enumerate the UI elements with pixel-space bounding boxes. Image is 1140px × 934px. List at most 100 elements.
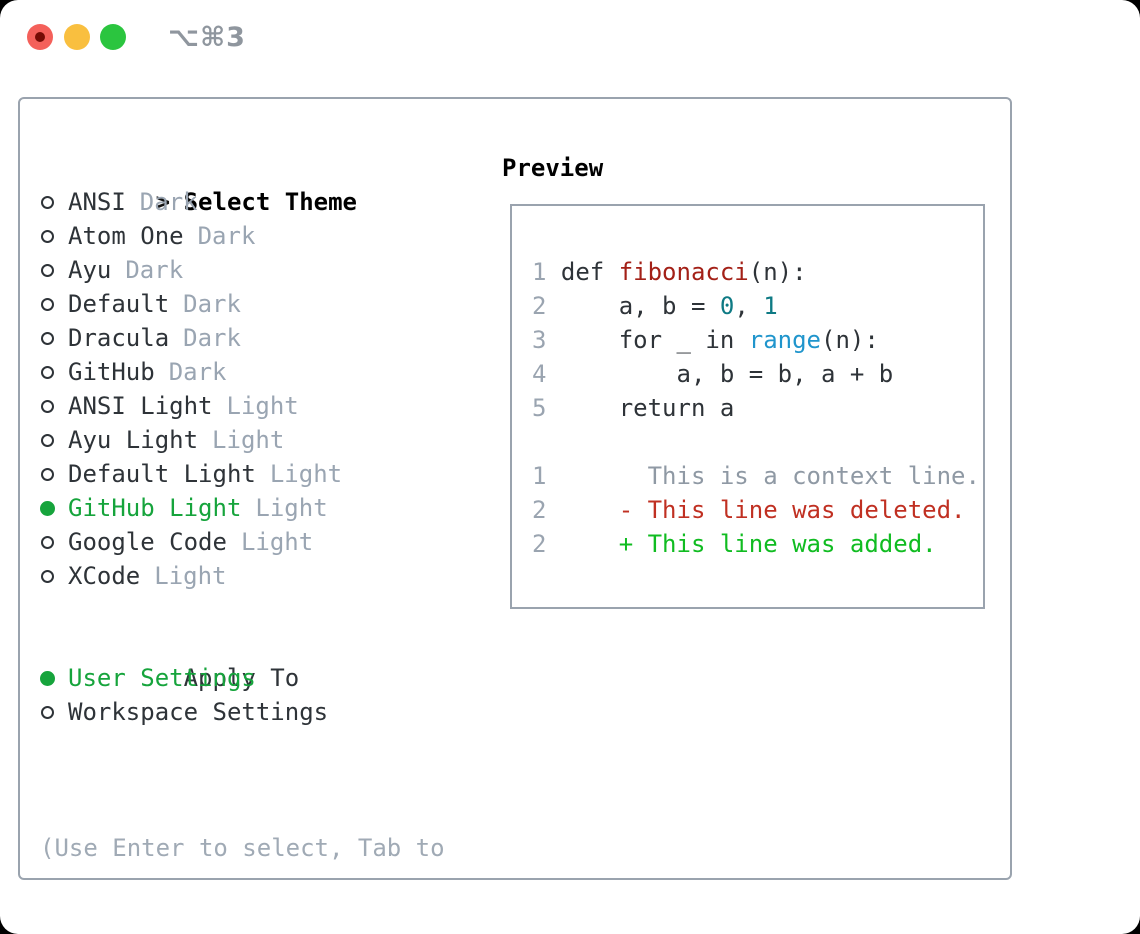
option-variant-tag: Light bbox=[226, 392, 299, 420]
close-button[interactable] bbox=[27, 24, 53, 50]
apply-to-title: Apply To bbox=[183, 664, 300, 692]
code-segment-code: for _ in bbox=[560, 326, 749, 354]
code-segment-code: (n): bbox=[748, 258, 807, 286]
radio-selected-icon[interactable] bbox=[40, 661, 68, 695]
option-label: Ayu Light bbox=[68, 426, 199, 454]
radio-unselected-icon[interactable] bbox=[40, 355, 68, 389]
code-segment-num: 2 bbox=[532, 292, 561, 320]
code-segment-code: , bbox=[734, 292, 764, 320]
radio-unselected-icon[interactable] bbox=[40, 423, 68, 457]
option-label: XCode bbox=[68, 562, 141, 590]
code-blank-line bbox=[532, 425, 983, 459]
theme-option[interactable]: Dracula Dark bbox=[40, 321, 445, 355]
option-variant-tag: Light bbox=[269, 460, 343, 488]
spacer bbox=[40, 593, 445, 627]
option-variant-tag: Dark bbox=[197, 222, 256, 250]
titlebar: ⌥⌘3 bbox=[0, 0, 1140, 74]
option-variant-tag: Light bbox=[240, 528, 314, 556]
theme-option[interactable]: Google Code Light bbox=[40, 525, 445, 559]
option-label: Google Code bbox=[68, 528, 227, 556]
code-segment-code: a, b = b, a + b bbox=[560, 360, 894, 388]
radio-unselected-icon[interactable] bbox=[40, 253, 68, 287]
theme-list-header: > Select Theme bbox=[40, 151, 445, 216]
radio-unselected-icon[interactable] bbox=[40, 389, 68, 423]
radio-unselected-icon[interactable] bbox=[40, 525, 68, 559]
code-line: 3 for _ in range(n): bbox=[532, 323, 983, 357]
code-segment-num: 2 bbox=[532, 496, 561, 524]
code-segment-del: - This line was deleted. bbox=[560, 496, 966, 524]
code-segment-builtin: range bbox=[748, 326, 821, 354]
code-line: 4 a, b = b, a + b bbox=[532, 357, 983, 391]
option-label: User Settings bbox=[68, 664, 256, 692]
code-line: 2 - This line was deleted. bbox=[532, 493, 983, 527]
code-segment-code: a, b = bbox=[560, 292, 720, 320]
radio-unselected-icon[interactable] bbox=[40, 457, 68, 491]
code-line: 5 return a bbox=[532, 391, 983, 425]
radio-selected-icon[interactable] bbox=[40, 491, 68, 525]
theme-option[interactable]: ANSI Light Light bbox=[40, 389, 445, 423]
theme-option[interactable]: Default Dark bbox=[40, 287, 445, 321]
spacer bbox=[40, 729, 445, 763]
option-label: Default bbox=[68, 290, 170, 318]
code-line: 1 This is a context line. bbox=[532, 459, 983, 493]
option-label: Ayu bbox=[68, 256, 112, 284]
theme-option[interactable]: XCode Light bbox=[40, 559, 445, 593]
help-line-1: (Use Enter to select, Tab to bbox=[40, 834, 445, 862]
code-segment-code: (n): bbox=[821, 326, 879, 354]
code-segment-num: 1 bbox=[532, 462, 561, 490]
preview-title: Preview bbox=[502, 154, 604, 182]
code-segment-num: 4 bbox=[532, 360, 561, 388]
code-segment-number: 0 bbox=[719, 292, 735, 320]
theme-list-title: Select Theme bbox=[183, 188, 357, 216]
code-line: 2 a, b = 0, 1 bbox=[532, 289, 983, 323]
code-segment-num: 5 bbox=[532, 394, 561, 422]
option-variant-tag: Light bbox=[212, 426, 285, 454]
radio-unselected-icon[interactable] bbox=[40, 321, 68, 355]
radio-unselected-icon[interactable] bbox=[40, 219, 68, 253]
option-variant-tag: Dark bbox=[125, 256, 184, 284]
option-variant-tag: Dark bbox=[183, 290, 241, 318]
prompt-caret-icon: > bbox=[155, 188, 171, 216]
theme-option[interactable]: Ayu Dark bbox=[40, 253, 445, 287]
minimize-button[interactable] bbox=[64, 24, 90, 50]
option-variant-tag: Light bbox=[255, 494, 328, 522]
option-variant-tag: Light bbox=[154, 562, 227, 590]
code-segment-num: 3 bbox=[532, 326, 561, 354]
apply-to-option[interactable]: Workspace Settings bbox=[40, 695, 445, 729]
code-segment-num: 1 bbox=[532, 258, 561, 286]
help-text: (Use Enter to select, Tab to change focu… bbox=[40, 763, 445, 934]
option-label: Default Light bbox=[68, 460, 256, 488]
radio-unselected-icon[interactable] bbox=[40, 287, 68, 321]
theme-option[interactable]: Default Light Light bbox=[40, 457, 445, 491]
code-segment-num: 2 bbox=[532, 530, 561, 558]
radio-unselected-icon[interactable] bbox=[40, 559, 68, 593]
option-label: ANSI Light bbox=[68, 392, 213, 420]
code-segment-code: def bbox=[560, 258, 619, 286]
code-segment-context: This is a context line. bbox=[560, 462, 980, 490]
theme-option[interactable]: ANSI Dark bbox=[40, 185, 445, 219]
apply-to-option[interactable]: User Settings bbox=[40, 661, 445, 695]
option-label: Atom One bbox=[68, 222, 184, 250]
theme-option[interactable]: Atom One Dark bbox=[40, 219, 445, 253]
option-label: ANSI bbox=[68, 188, 126, 216]
option-variant-tag: Dark bbox=[168, 358, 227, 386]
code-line: 2 + This line was added. bbox=[532, 527, 983, 561]
code-segment-add: + This line was added. bbox=[560, 530, 937, 558]
radio-unselected-icon[interactable] bbox=[40, 185, 68, 219]
code-segment-number: 1 bbox=[763, 292, 778, 320]
option-variant-tag: Dark bbox=[183, 324, 241, 352]
option-label: Dracula bbox=[68, 324, 170, 352]
radio-unselected-icon[interactable] bbox=[40, 695, 68, 729]
theme-option[interactable]: Ayu Light Light bbox=[40, 423, 445, 457]
code-line: 1 def fibonacci(n): bbox=[532, 255, 983, 289]
maximize-button[interactable] bbox=[100, 24, 126, 50]
option-variant-tag: Dark bbox=[139, 188, 198, 216]
